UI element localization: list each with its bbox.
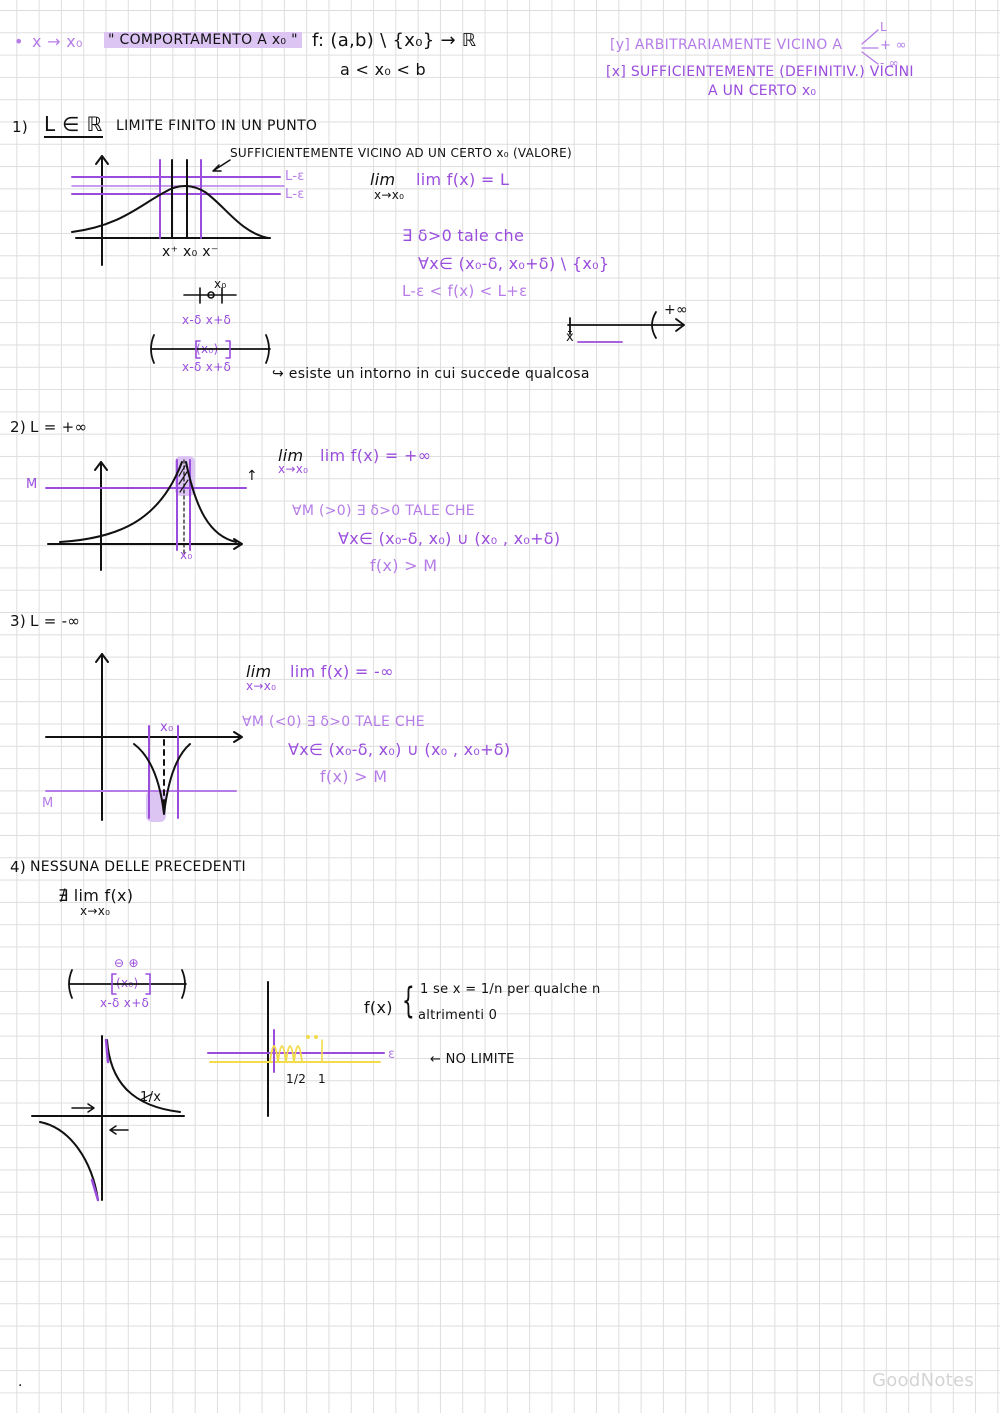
- section1-cond1: ∃ δ>0 tale che: [402, 226, 525, 245]
- section4-f-label: f(x): [364, 998, 393, 1017]
- section3-m-label: M: [42, 796, 54, 811]
- section4-no-limit: ← NO LIMITE: [430, 1052, 515, 1067]
- goodnotes-watermark: GoodNotes: [872, 1370, 975, 1391]
- section1-cond2: ∀x∈ (x₀-δ, x₀+δ) \ {x₀}: [418, 254, 610, 273]
- section1-small-top: x₀: [214, 277, 227, 291]
- section2-arrow: ↑: [246, 468, 259, 484]
- graph2-right-curve: [185, 461, 237, 543]
- section3-x0-label: x₀: [160, 720, 174, 735]
- section1-cond3: L-ε < f(x) < L+ε: [402, 282, 528, 300]
- section2-x0-label: x₀: [180, 548, 193, 562]
- section3-limit-sub: x→x₀: [246, 679, 277, 693]
- section4-hyperbola-left: [39, 1121, 99, 1201]
- section2-limit-expr: lim f(x) = +∞: [320, 446, 432, 465]
- section4-nb-labels: x-δ x+δ: [100, 996, 150, 1010]
- graph3-axes: [45, 653, 243, 821]
- section4-hyperbola-label-hook: [139, 1093, 153, 1101]
- graph3-curve: [133, 743, 191, 815]
- section4-hyperbola-right-tip: [104, 1038, 110, 1064]
- section3-title: L = -∞: [30, 612, 81, 630]
- header-comportamento: " COMPORTAMENTO A x₀ ": [104, 32, 302, 48]
- graph1-verticals: [171, 159, 188, 239]
- section4-hyperbola-label: 1/x: [140, 1090, 162, 1105]
- section4-tick-one: 1: [318, 1072, 326, 1086]
- section4-case1: 1 se x = 1/n per qualche n: [420, 982, 601, 997]
- section3-number: 3): [10, 612, 26, 630]
- section1-arrow-note: ↪ esiste un intorno in cui succede qualc…: [272, 366, 590, 382]
- section2-limit-lim: lim: [278, 446, 304, 465]
- section1-xbar: x̄: [566, 330, 574, 345]
- header-y-target-minus-inf: - ∞: [880, 56, 900, 70]
- footer-dot: .: [18, 1374, 23, 1390]
- section1-subtitle: LIMITE FINITO IN UN PUNTO: [116, 118, 318, 134]
- section4-graph-dots: [306, 1035, 318, 1039]
- section4-no-limit-sub: x→x₀: [80, 904, 111, 918]
- section3-limit-expr: lim f(x) = -∞: [290, 662, 394, 681]
- graph1-delta-verticals: [159, 159, 202, 239]
- section2-cond1: ∀M (>0) ∃ δ>0 TALE CHE: [292, 503, 475, 519]
- section1-nb-labels: x-δ x+δ: [182, 360, 232, 374]
- graph3-delta-verticals: [148, 725, 179, 819]
- graph2-left-curve: [59, 461, 183, 543]
- section4-tick-half: 1/2: [286, 1072, 307, 1086]
- section1-limit-expr: lim f(x) = L: [416, 170, 510, 189]
- section1-small-labels: x-δ x+δ: [182, 313, 232, 327]
- section1-annotation: SUFFICIENTEMENTE VICINO AD UN CERTO x₀ (…: [230, 146, 572, 160]
- section1-band-lower-label: L-ε: [285, 187, 305, 202]
- section4-neighborhood: (x₀): [116, 976, 139, 990]
- header-domain-cond: a < x₀ < b: [340, 60, 426, 79]
- graph1-bell-curve: [71, 185, 269, 239]
- section1-infinity-label: +∞: [664, 302, 688, 318]
- section2-limit-sub: x→x₀: [278, 462, 309, 476]
- section4-number: 4): [10, 858, 26, 876]
- section1-limit-lim: lim: [370, 170, 396, 189]
- section2-m-label: M: [26, 477, 38, 492]
- header-function-def: f: (a,b) \ {x₀} → ℝ: [312, 30, 477, 51]
- section1-band-upper-label: L-ε: [285, 169, 305, 184]
- section2-cond2: ∀x∈ (x₀-δ, x₀) ∪ (x₀ , x₀+δ): [338, 529, 561, 548]
- section1-x-labels: x⁺ x₀ x⁻: [162, 244, 219, 260]
- header-fork-lines: [861, 29, 879, 65]
- section4-neighborhood-interval: [68, 969, 187, 999]
- section4-direction-arrows: [71, 1103, 129, 1135]
- section2-title: L = +∞: [30, 418, 88, 436]
- graph2-axes: [47, 461, 243, 571]
- graph1-annotation-arrow: [212, 159, 231, 172]
- section3-cond3: f(x) > M: [320, 767, 388, 786]
- header-y-target-plus-inf: + ∞: [880, 38, 907, 53]
- graph2-hatch: [178, 465, 189, 493]
- graph1-bands: [71, 176, 281, 195]
- section1-limit-sub: x→x₀: [374, 188, 405, 202]
- section4-no-limit-expr: ∄ lim f(x): [58, 886, 134, 905]
- section4-case2: altrimenti 0: [418, 1008, 498, 1023]
- section4-hyperbola-right: [106, 1039, 181, 1113]
- section1-infinity-line: [567, 311, 685, 339]
- section4-title: NESSUNA DELLE PRECEDENTI: [30, 859, 246, 875]
- header-y-target-l: L: [880, 20, 887, 34]
- section3-cond1: ∀M (<0) ∃ δ>0 TALE CHE: [242, 714, 425, 730]
- section4-brace: {: [402, 978, 416, 1022]
- header-x-note-2: A UN CERTO x₀: [708, 83, 817, 99]
- section2-number: 2): [10, 418, 26, 436]
- section1-title: L ∈ ℝ: [44, 112, 103, 138]
- section1-neighborhood-interval: [150, 334, 271, 364]
- section1-small-numberline: [183, 287, 237, 304]
- header-bullet: •: [14, 32, 24, 51]
- section4-hyperbola-left-tip: [90, 1178, 100, 1202]
- section3-cond2: ∀x∈ (x₀-δ, x₀) ∪ (x₀ , x₀+δ): [288, 740, 511, 759]
- header-x-note: [x] SUFFICIENTEMENTE (DEFINITIV.) VICINI: [606, 64, 914, 80]
- section1-number: 1): [12, 118, 28, 136]
- section4-hyperbola-axes: [31, 1035, 185, 1201]
- section4-eps-label: ε: [388, 1047, 396, 1062]
- header-y-note: [y] ARBITRARIAMENTE VICINO A: [610, 37, 843, 53]
- section4-graph-oscillation: [269, 1045, 303, 1063]
- header-x-to-x0: x → x₀: [32, 32, 83, 51]
- section2-cond3: f(x) > M: [370, 556, 438, 575]
- section4-signs: ⊖ ⊕: [114, 956, 139, 970]
- section4-neighborhood-brackets: [111, 973, 151, 995]
- section3-limit-lim: lim: [246, 662, 272, 681]
- section1-neighborhood-brackets: [195, 340, 231, 359]
